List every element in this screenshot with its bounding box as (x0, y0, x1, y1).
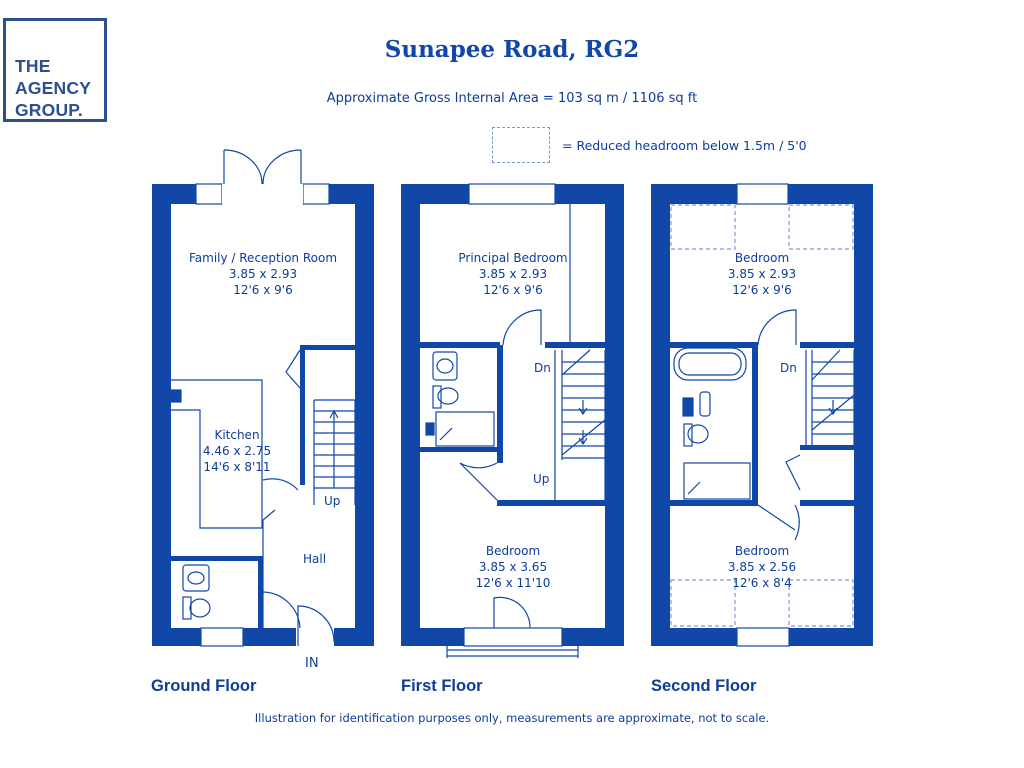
kitchen-label: Kitchen 4.46 x 2.75 14'6 x 8'11 (203, 427, 271, 475)
french-doors (223, 149, 302, 185)
ground-floor-title: Ground Floor (151, 677, 257, 695)
first-bedroom-label: Bedroom 3.85 x 3.65 12'6 x 11'10 (476, 543, 551, 591)
first-floor-plan (401, 183, 624, 658)
room-imperial: 12'6 x 9'6 (732, 283, 792, 297)
first-stairs-down-label: Dn (534, 361, 551, 375)
second-bottom-bedroom-label: Bedroom 3.85 x 2.56 12'6 x 8'4 (728, 543, 796, 591)
plan-title: Sunapee Road, RG2 (384, 36, 640, 63)
room-metric: 3.85 x 3.65 (478, 560, 548, 574)
ground-stairs-up-label: Up (324, 494, 341, 508)
principal-bedroom-label: Principal Bedroom 3.85 x 2.93 12'6 x 9'6 (458, 250, 567, 298)
second-stairs-down-label: Dn (780, 361, 797, 375)
room-imperial: 14'6 x 8'11 (203, 460, 271, 474)
logo-line-3: GROUP. (15, 100, 83, 120)
family-reception-room-label: Family / Reception Room 3.85 x 2.93 12'6… (189, 250, 337, 298)
agency-logo: THE AGENCY GROUP. (3, 18, 107, 122)
room-imperial: 12'6 x 9'6 (233, 283, 293, 297)
logo-line-1: THE (15, 56, 51, 76)
room-name: Principal Bedroom (458, 251, 568, 265)
entrance-label: IN (305, 656, 319, 671)
disclaimer: Illustration for identification purposes… (254, 711, 770, 725)
reduced-headroom-swatch (492, 127, 550, 163)
hall-label: Hall (303, 552, 327, 566)
room-name: Bedroom (485, 544, 541, 558)
second-top-bedroom-label: Bedroom 3.85 x 2.93 12'6 x 9'6 (728, 250, 796, 298)
room-imperial: 12'6 x 11'10 (475, 576, 551, 590)
ground-floor-plan (152, 149, 374, 647)
gross-area: Approximate Gross Internal Area = 103 sq… (326, 91, 698, 106)
second-floor-plan (651, 183, 873, 647)
room-metric: 3.85 x 2.56 (727, 560, 797, 574)
room-name: Bedroom (734, 251, 790, 265)
room-metric: 4.46 x 2.75 (202, 444, 272, 458)
room-name: Bedroom (734, 544, 790, 558)
room-metric: 3.85 x 2.93 (727, 267, 797, 281)
room-metric: 3.85 x 2.93 (228, 267, 298, 281)
first-stairs-up-label: Up (533, 472, 550, 486)
logo-line-2: AGENCY (15, 78, 92, 98)
room-imperial: 12'6 x 8'4 (732, 576, 792, 590)
reduced-headroom-legend: = Reduced headroom below 1.5m / 5'0 (562, 138, 807, 153)
room-metric: 3.85 x 2.93 (478, 267, 548, 281)
entrance-door (297, 605, 335, 646)
second-floor-title: Second Floor (651, 677, 757, 695)
first-floor-title: First Floor (401, 677, 483, 695)
room-name: Family / Reception Room (188, 251, 338, 265)
room-name: Kitchen (214, 428, 260, 442)
room-imperial: 12'6 x 9'6 (483, 283, 543, 297)
